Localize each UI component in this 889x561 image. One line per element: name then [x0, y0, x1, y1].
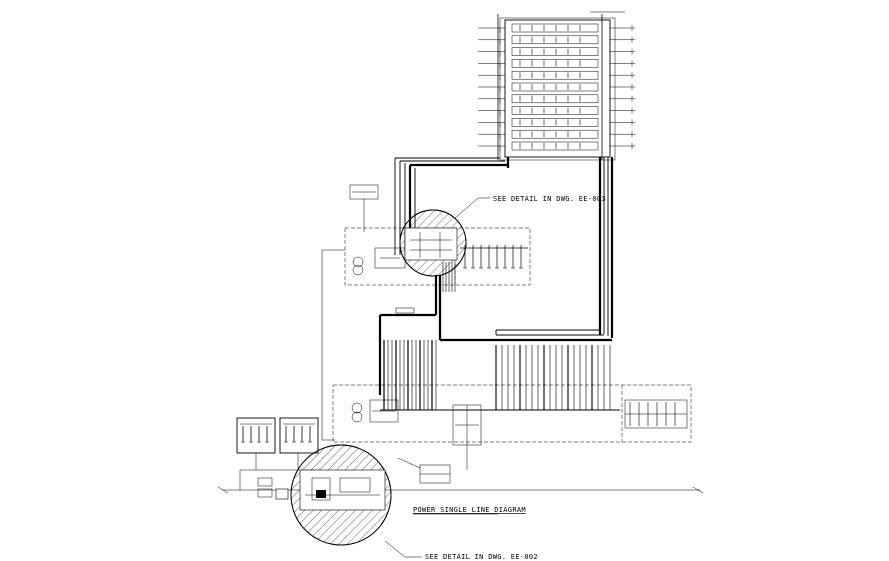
lower-main-switchboard: [332, 340, 692, 470]
main-feeders: [321, 249, 612, 441]
lower-board-feeders: [383, 340, 676, 426]
detail-bubble-ee-003: SEE DETAIL IN DWG. EE-003: [399, 195, 606, 277]
riser-panel-stack: [395, 11, 635, 338]
bottom-left-panels: [236, 417, 320, 498]
detail-bubble-ee-002: SEE DETAIL IN DWG. EE-002: [275, 444, 538, 561]
callout-ee-003-text: SEE DETAIL IN DWG. EE-003: [493, 195, 606, 203]
bottom-left-panel-circuits: [240, 423, 315, 443]
small-meter-block: [397, 457, 451, 484]
panel-board-rows: [478, 11, 635, 160]
callout-ee-002-text: SEE DETAIL IN DWG. EE-002: [425, 553, 538, 561]
diagram-title: POWER SINGLE LINE DIAGRAM: [413, 506, 526, 514]
